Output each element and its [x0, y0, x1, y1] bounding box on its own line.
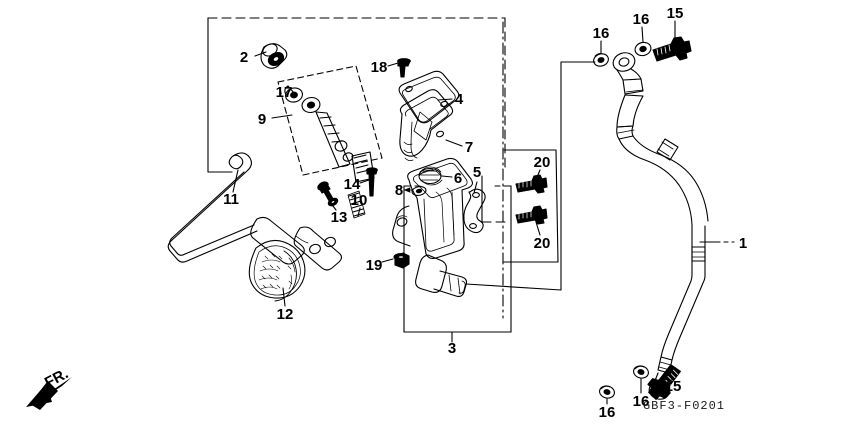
- callout-8: 8: [395, 182, 403, 199]
- callout-18: 18: [371, 59, 388, 76]
- callout-6: 6: [454, 170, 462, 187]
- callout-16-top-right: 16: [633, 11, 650, 28]
- front-orientation-arrow: [26, 377, 72, 410]
- oil-bolt-15-bottom: [643, 362, 688, 403]
- callout-3: 3: [448, 340, 456, 357]
- brake-lever-11: [168, 153, 341, 270]
- master-cylinder-body-3: [393, 158, 473, 296]
- callout-15-bottom: 15: [665, 378, 682, 395]
- lever-pivot-13: [317, 180, 339, 207]
- callout-5: 5: [473, 164, 481, 181]
- callout-2: 2: [240, 49, 248, 66]
- callout-labels: 2 3 4 5 6 7 8 9 10 11 12 13 14 15 15 16 …: [223, 5, 747, 421]
- callout-1: 1: [739, 235, 747, 252]
- callout-19: 19: [366, 257, 383, 274]
- pivot-bolt-14: [367, 168, 378, 196]
- flange-bolt-20-lower: [516, 206, 547, 224]
- sealing-washer-16-bottom-right: [632, 364, 649, 379]
- callout-13: 13: [331, 209, 348, 226]
- callout-16-bottom-left: 16: [599, 404, 616, 421]
- callout-20-lower: 20: [534, 235, 551, 252]
- sealing-washer-16-bottom-left: [598, 384, 615, 399]
- handlebar-grip-12: [249, 240, 305, 301]
- callout-9: 9: [258, 111, 266, 128]
- assembly-group-bolts-box: [504, 150, 558, 262]
- flange-bolt-20-upper: [516, 175, 547, 193]
- piston-repair-kit-9: [278, 66, 382, 182]
- callout-16-top-left: 16: [593, 25, 610, 42]
- callout-10: 10: [351, 192, 368, 209]
- assembly-group-outer-box: [208, 18, 505, 222]
- hose-clamp-5: [464, 189, 485, 232]
- callout-17: 17: [276, 84, 293, 101]
- coil-spring-10: [348, 191, 365, 218]
- leader-lines: [233, 21, 734, 404]
- reservoir-diaphragm-7: [400, 90, 453, 161]
- callout-16-bottom-right: 16: [633, 393, 650, 410]
- callout-4: 4: [455, 91, 464, 108]
- callout-11: 11: [223, 191, 239, 208]
- dust-boot-2: [261, 42, 287, 69]
- callout-12: 12: [277, 306, 294, 323]
- lock-nut-19: [394, 253, 409, 268]
- callout-20-upper: 20: [534, 154, 551, 171]
- sealing-washer-16-top-right: [634, 41, 653, 57]
- callout-15-top: 15: [667, 5, 684, 22]
- cap-screw-18: [398, 59, 411, 77]
- oil-bolt-15-top: [653, 37, 691, 61]
- callout-7: 7: [465, 139, 473, 156]
- diagram-part-number: GBF3-F0201: [643, 399, 725, 413]
- callout-14: 14: [344, 176, 361, 193]
